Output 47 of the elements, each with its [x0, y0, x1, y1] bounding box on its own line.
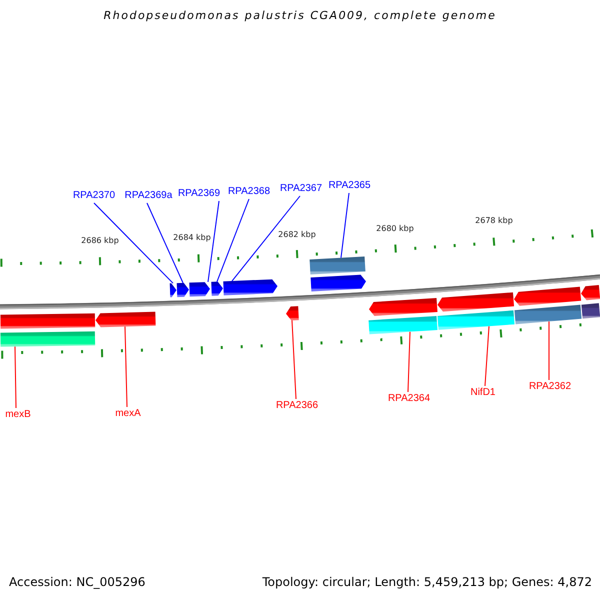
feature-bar	[0, 331, 96, 347]
gene-block	[369, 298, 438, 316]
gene-label: RPA2365	[328, 180, 371, 192]
scale-label: 2678 kbp	[475, 216, 513, 226]
footer-text: Accession: NC_005296	[9, 575, 146, 589]
gene-label: RPA2370	[72, 190, 116, 202]
scale-label: 2682 kbp	[278, 230, 316, 240]
gene-label: mexB	[5, 409, 31, 421]
scale-label: 2686 kbp	[81, 236, 119, 246]
gene-block	[581, 285, 600, 300]
gene-label: RPA2364	[388, 393, 430, 405]
gene-label: RPA2369	[178, 188, 220, 200]
leader-line	[340, 192, 350, 258]
leader-line	[124, 326, 128, 408]
feature-bar	[310, 256, 366, 274]
leader-line	[94, 202, 174, 284]
leader-line	[216, 198, 250, 282]
leader-line	[208, 200, 220, 282]
gene-block	[96, 312, 156, 328]
gene-block	[170, 283, 176, 298]
gene-label: RPA2368	[228, 186, 270, 198]
leader-line	[232, 196, 300, 282]
feature-bar	[581, 303, 600, 319]
footer-text: Topology: circular; Length: 5,459,213 bp; Genes: 4,872	[262, 575, 592, 589]
gene-block	[310, 274, 366, 292]
scale-label: 2680 kbp	[376, 224, 414, 234]
leader-line	[548, 321, 550, 380]
gene-label: NifD1	[470, 387, 496, 399]
gene-label: RPA2362	[528, 381, 572, 393]
feature-bar	[368, 316, 438, 334]
map-title: Rhodopseudomonas palustris CGA009, complete genome	[104, 9, 496, 23]
leader-line	[146, 202, 184, 284]
leader-line	[292, 320, 296, 400]
gene-label: RPA2369a	[124, 190, 172, 202]
leader-line	[14, 346, 16, 408]
feature-bar	[438, 310, 515, 330]
gene-label: RPA2366	[276, 400, 318, 412]
gene-block	[189, 282, 210, 297]
gene-block	[286, 306, 299, 320]
scale-label: 2684 kbp	[173, 233, 211, 243]
leader-line	[484, 326, 490, 386]
gene-block	[0, 313, 96, 329]
leader-line	[408, 331, 410, 392]
gene-label: RPA2367	[280, 183, 322, 195]
gene-label: mexA	[115, 408, 141, 420]
gene-block	[438, 292, 514, 312]
gene-block	[176, 282, 189, 298]
